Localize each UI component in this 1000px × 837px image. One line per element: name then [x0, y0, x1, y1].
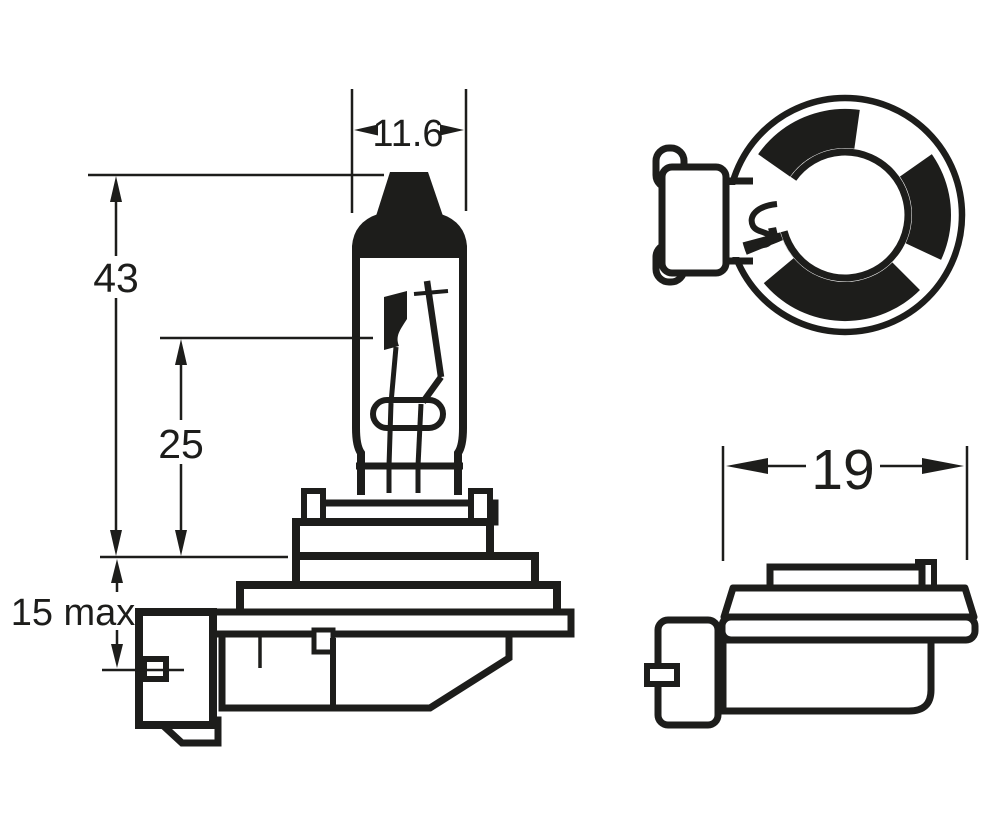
skirt-slot-sw	[741, 240, 794, 287]
front-view-bulb	[135, 172, 575, 747]
dimensions-side: 19	[721, 438, 969, 561]
skirt-slot-ne	[854, 104, 937, 178]
inner-ring	[780, 148, 912, 282]
arrow-down-icon	[175, 530, 187, 556]
connector-lug-side	[644, 663, 680, 687]
arrow-up-icon	[110, 176, 122, 202]
base-body	[218, 630, 513, 712]
filament-support-rod	[423, 280, 445, 378]
collar-step-2	[292, 518, 494, 560]
filament-lead-right	[415, 403, 424, 467]
key-spring-hook	[748, 201, 778, 249]
arrow-right-icon	[922, 458, 964, 474]
dimension-label-lug-height: 15 max	[11, 592, 136, 634]
dimension-label-base-width: 19	[811, 438, 874, 502]
dimensions-front: 11.6 43 25 15 max	[11, 89, 468, 672]
arrow-down-icon	[111, 644, 123, 668]
top-view-base	[652, 94, 966, 336]
dimension-label-bulb-width: 11.6	[372, 113, 443, 155]
collar-post-right	[468, 488, 493, 525]
arrow-right-icon	[440, 124, 464, 136]
bulb-dome	[352, 214, 467, 258]
bulb-tip	[376, 172, 443, 216]
filament-coil	[370, 397, 446, 431]
arrow-up-icon	[175, 339, 187, 365]
collar-post-left	[301, 488, 326, 525]
filament-lead-left	[386, 402, 394, 467]
side-view-base	[644, 559, 979, 729]
support-rod-tick	[413, 289, 449, 296]
filament-lead-left-upper	[388, 346, 399, 404]
collar-trapezoid	[720, 584, 978, 621]
arrow-up-icon	[111, 559, 123, 583]
inner-ring-stub	[768, 227, 781, 245]
dimension-label-light-center: 25	[158, 421, 204, 467]
skirt-slot-se	[891, 242, 947, 295]
glass-tube-right-wall	[454, 252, 467, 495]
dimension-label-overall-length: 43	[93, 255, 139, 301]
filament-support-plate	[384, 291, 407, 350]
connector-block-top-view	[658, 163, 730, 277]
arrow-down-icon	[110, 530, 122, 556]
base-body-side	[719, 636, 935, 715]
arrow-left-icon	[726, 458, 768, 474]
glass-tube-left-wall	[352, 252, 365, 495]
arrow-left-icon	[354, 124, 378, 136]
